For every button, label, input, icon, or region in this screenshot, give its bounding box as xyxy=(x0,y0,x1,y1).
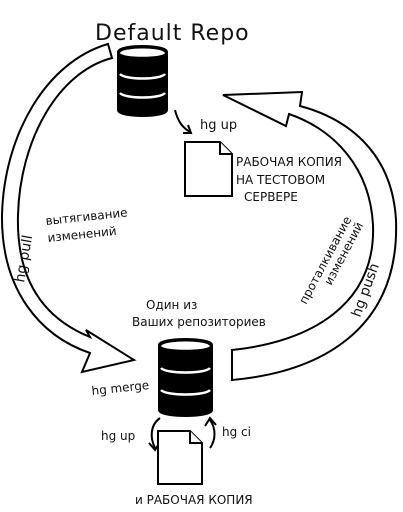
hg-up-label-top: hg up xyxy=(200,118,237,133)
hg-push-arrow xyxy=(222,90,398,382)
document-icon-bottom xyxy=(157,430,203,485)
one-of-repos-label-2: Ваших репозиториев xyxy=(132,315,266,329)
one-of-repos-label-1: Один из xyxy=(146,298,197,312)
working-copy-label-1: РАБОЧАЯ КОПИЯ xyxy=(236,155,342,169)
pulling-changes-label-2: изменений xyxy=(47,224,117,245)
working-copy-bottom-label: и РАБОЧАЯ КОПИЯ xyxy=(135,493,253,507)
local-repo-icon xyxy=(158,338,213,417)
hg-merge-label: hg merge xyxy=(91,378,150,398)
hg-ci-label: hg ci xyxy=(222,425,251,439)
hg-up-label-bottom: hg up xyxy=(101,429,135,443)
hg-ci-arrow xyxy=(204,416,217,449)
working-copy-label-3: СЕРВЕРЕ xyxy=(244,190,298,204)
hg-pull-arrow xyxy=(0,42,137,374)
hg-up-arrow-top xyxy=(174,109,193,134)
default-repo-icon xyxy=(117,45,168,117)
working-copy-label-2: НА ТЕСТОВОМ xyxy=(236,173,325,187)
document-icon-top xyxy=(184,141,233,197)
diagram-title: Default Repo xyxy=(95,21,250,46)
